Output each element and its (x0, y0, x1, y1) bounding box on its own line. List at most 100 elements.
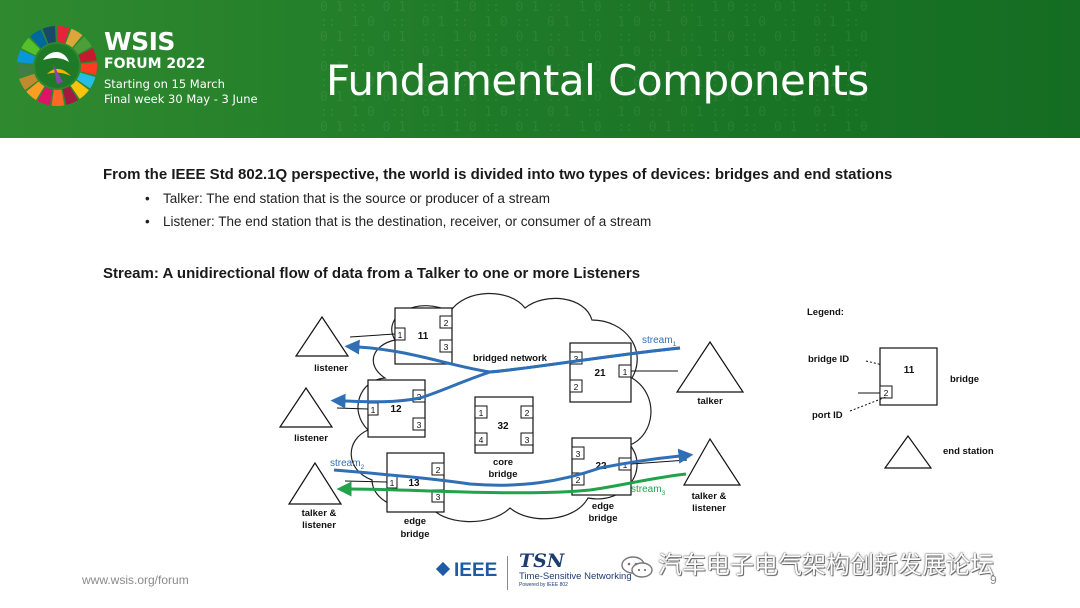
bridge-11: 1 2 3 11 (394, 307, 453, 365)
core-bridge-caption-1: core (493, 457, 513, 468)
logo-divider (507, 556, 508, 590)
legend-bridge-label: bridge (950, 374, 979, 385)
bridge-32: 1 2 3 4 32 (474, 396, 534, 454)
logo-forum-year: FORUM 2022 (104, 56, 206, 72)
bullet-dot: • (145, 191, 150, 206)
sdg-wheel-segment (17, 64, 34, 77)
sdg-wheel-segment (19, 73, 38, 91)
stream-3-sub: 3 (662, 490, 666, 497)
sdg-wheel-segment (17, 49, 36, 64)
bullet-listener: • Listener: The end station that is the d… (145, 214, 651, 229)
legend: Legend: bridge ID 2 11 port ID bridge en… (807, 307, 994, 469)
slide-title: Fundamental Components (326, 56, 869, 105)
stream-2-sub: 2 (361, 464, 365, 471)
talker-listener-left-label-1: talker & (302, 508, 337, 519)
stream-2-path (333, 448, 694, 487)
sdg-wheel-segment (51, 89, 65, 107)
banner-pattern: 0 1 :: 0 1 :: 1 0 :: 0 1 :: 1 0 :: 0 1 :… (320, 0, 868, 135)
bridge-21-id: 21 (594, 368, 606, 379)
listener-middle: listener (278, 386, 334, 444)
logo-wsis: WSIS (104, 27, 175, 56)
stream-1-path-to-listener-middle (330, 346, 681, 409)
sdg-wheel-segment (78, 48, 97, 63)
stream-1-sub: 1 (673, 341, 677, 348)
bridge-32-id: 32 (497, 421, 509, 432)
talker-listener-left-label-2: listener (302, 520, 336, 531)
stream-2-label: stream2 (330, 458, 365, 471)
page-number: 9 (990, 573, 997, 587)
legend-sample-port: 2 (884, 388, 889, 398)
bridge-13: 1 2 3 13 (386, 452, 445, 513)
edge-bridge-13-caption-2: bridge (400, 529, 429, 540)
sdg-wheel-logo (17, 26, 97, 107)
bridge-11-port-1: 1 (398, 330, 403, 340)
bridge-13-port-2: 2 (436, 465, 441, 475)
bullet-listener-text: Listener: The end station that is the de… (163, 214, 652, 229)
sdg-wheel-segment (37, 87, 53, 106)
bridge-12: 1 2 3 12 (367, 379, 426, 438)
bullet-talker-text: Talker: The end station that is the sour… (163, 191, 550, 206)
listener-top: listener (294, 315, 350, 374)
bridge-12-id: 12 (390, 404, 402, 415)
bridge-13-port-3: 3 (436, 492, 441, 502)
sdg-wheel-segment (62, 86, 79, 105)
stream-2-name: stream (330, 458, 361, 469)
sdg-wheel-segment (21, 37, 40, 56)
talker-listener-right-label-1: talker & (692, 491, 727, 502)
bridge-32-port-1: 1 (479, 408, 484, 418)
legend-bridge-id-label: bridge ID (808, 354, 849, 365)
stream-3-path (336, 472, 687, 497)
bridge-12-port-1: 1 (371, 405, 376, 415)
stream-3-label: stream3 (631, 484, 666, 497)
bridge-32-port-3: 3 (525, 435, 530, 445)
talker-listener-left: talker & listener (287, 461, 343, 531)
bridge-22-port-2: 2 (576, 475, 581, 485)
sdg-wheel-segment (73, 36, 92, 55)
stream-3-name: stream (631, 484, 662, 495)
legend-sample-bridge-id: 11 (904, 365, 915, 376)
tsn-powered: Powered by IEEE 802 (519, 582, 568, 588)
talker-listener-right-label-2: listener (692, 503, 726, 514)
sdg-wheel-segment (65, 28, 83, 48)
talker-right: talker (675, 340, 745, 407)
sdg-wheel-segment (30, 29, 48, 49)
bridge-21-port-3: 3 (574, 354, 579, 364)
bridge-21-port-1: 1 (623, 367, 628, 377)
tsn-logo: TSN Time-Sensitive Networking Powered by… (519, 550, 632, 588)
sdg-wheel-segment (26, 81, 45, 101)
logo-start-date: Starting on 15 March (104, 77, 225, 91)
legend-title: Legend: (807, 307, 844, 318)
logo-final-week: Final week 30 May - 3 June (104, 92, 258, 106)
bridge-32-port-4: 4 (479, 435, 484, 445)
stream-1-label: stream1 (642, 335, 677, 348)
tsn-mark: TSN (519, 550, 565, 572)
bridge-13-port-1: 1 (390, 478, 395, 488)
footer-url: www.wsis.org/forum (82, 573, 189, 587)
bridge-12-port-3: 3 (417, 420, 422, 430)
sdg-wheel-segment (57, 26, 70, 44)
listener-top-label: listener (314, 363, 348, 374)
bridge-11-port-2: 2 (444, 318, 449, 328)
bridge-21-port-2: 2 (574, 382, 579, 392)
listener-middle-label: listener (294, 433, 328, 444)
bridge-11-id: 11 (418, 331, 429, 342)
bridge-22-port-3: 3 (576, 449, 581, 459)
tsn-name: Time-Sensitive Networking (519, 571, 632, 582)
bridge-22-port-1: 1 (623, 460, 628, 470)
sdg-wheel-segment (76, 72, 96, 89)
edge-bridge-22-caption-2: bridge (588, 513, 617, 524)
sdg-wheel-segment (80, 62, 97, 76)
stream-definition: Stream: A unidirectional flow of data fr… (103, 265, 641, 282)
edge-bridge-13-caption-1: edge (404, 516, 426, 527)
sdg-wheel-segment (42, 26, 56, 44)
talker-listener-right: talker & listener (682, 437, 742, 514)
wechat-icon (621, 555, 653, 578)
bullet-dot: • (145, 214, 150, 229)
legend-end-station-label: end station (943, 446, 994, 457)
stream-1-name: stream (642, 335, 673, 346)
bridge-13-id: 13 (408, 478, 420, 489)
bridge-32-port-2: 2 (525, 408, 530, 418)
bridge-11-port-3: 3 (444, 342, 449, 352)
ieee-diamond-icon (435, 561, 451, 577)
